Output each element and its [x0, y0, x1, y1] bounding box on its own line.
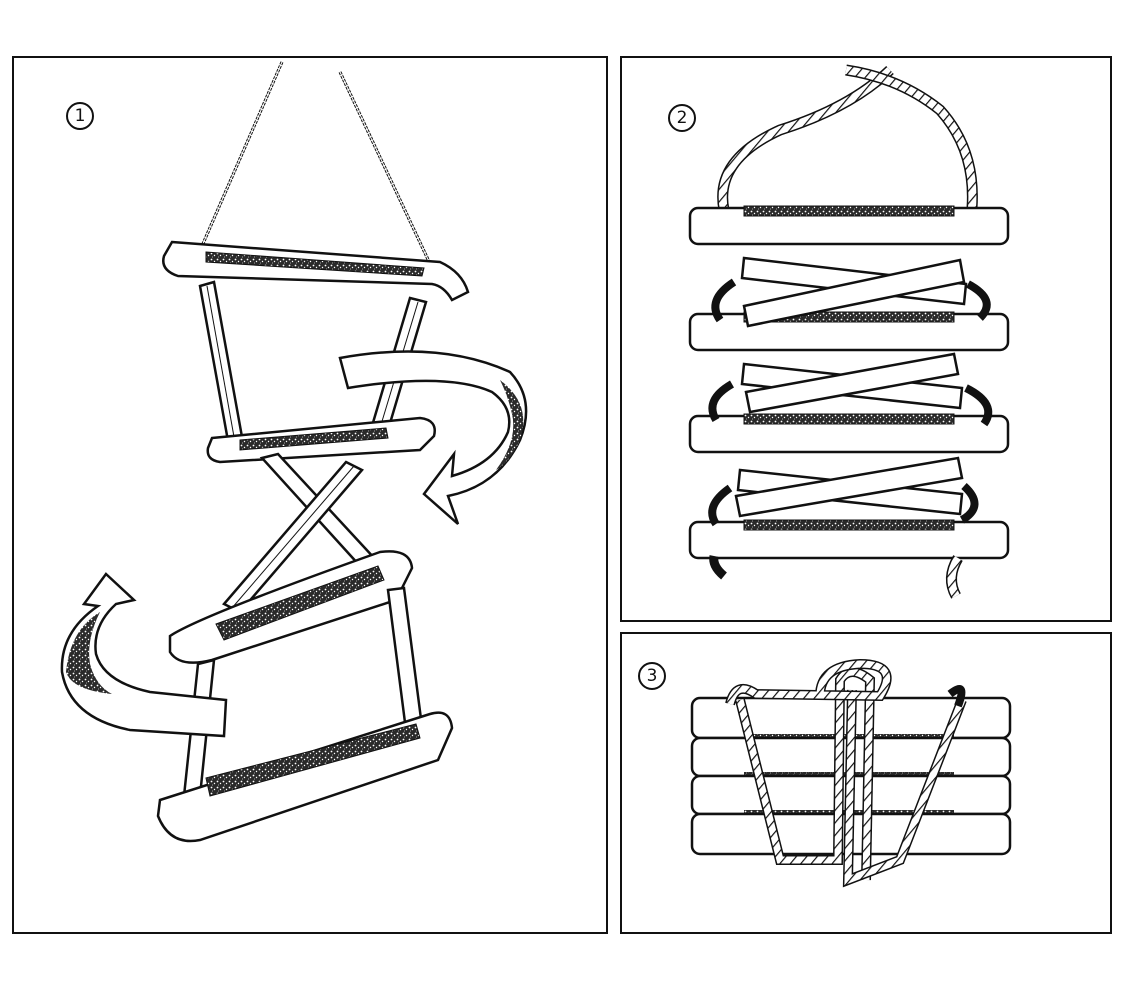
step-1-panel [12, 56, 608, 934]
folded-rung [688, 519, 1010, 560]
step-number-2: 2 [668, 104, 696, 132]
step-number-1: 1 [66, 102, 94, 130]
step-2-panel [620, 56, 1112, 622]
step-3-panel [620, 632, 1112, 934]
folded-rung [688, 311, 1010, 352]
panel-3-stacked-tied-ladder [690, 658, 1012, 888]
step-number-3: 3 [638, 662, 666, 690]
panel-2-folded-ladder-with-rope [688, 64, 1010, 599]
folded-rung [688, 205, 1010, 246]
panel-1-unfolding-ladder [60, 61, 528, 843]
folded-rung [688, 413, 1010, 454]
